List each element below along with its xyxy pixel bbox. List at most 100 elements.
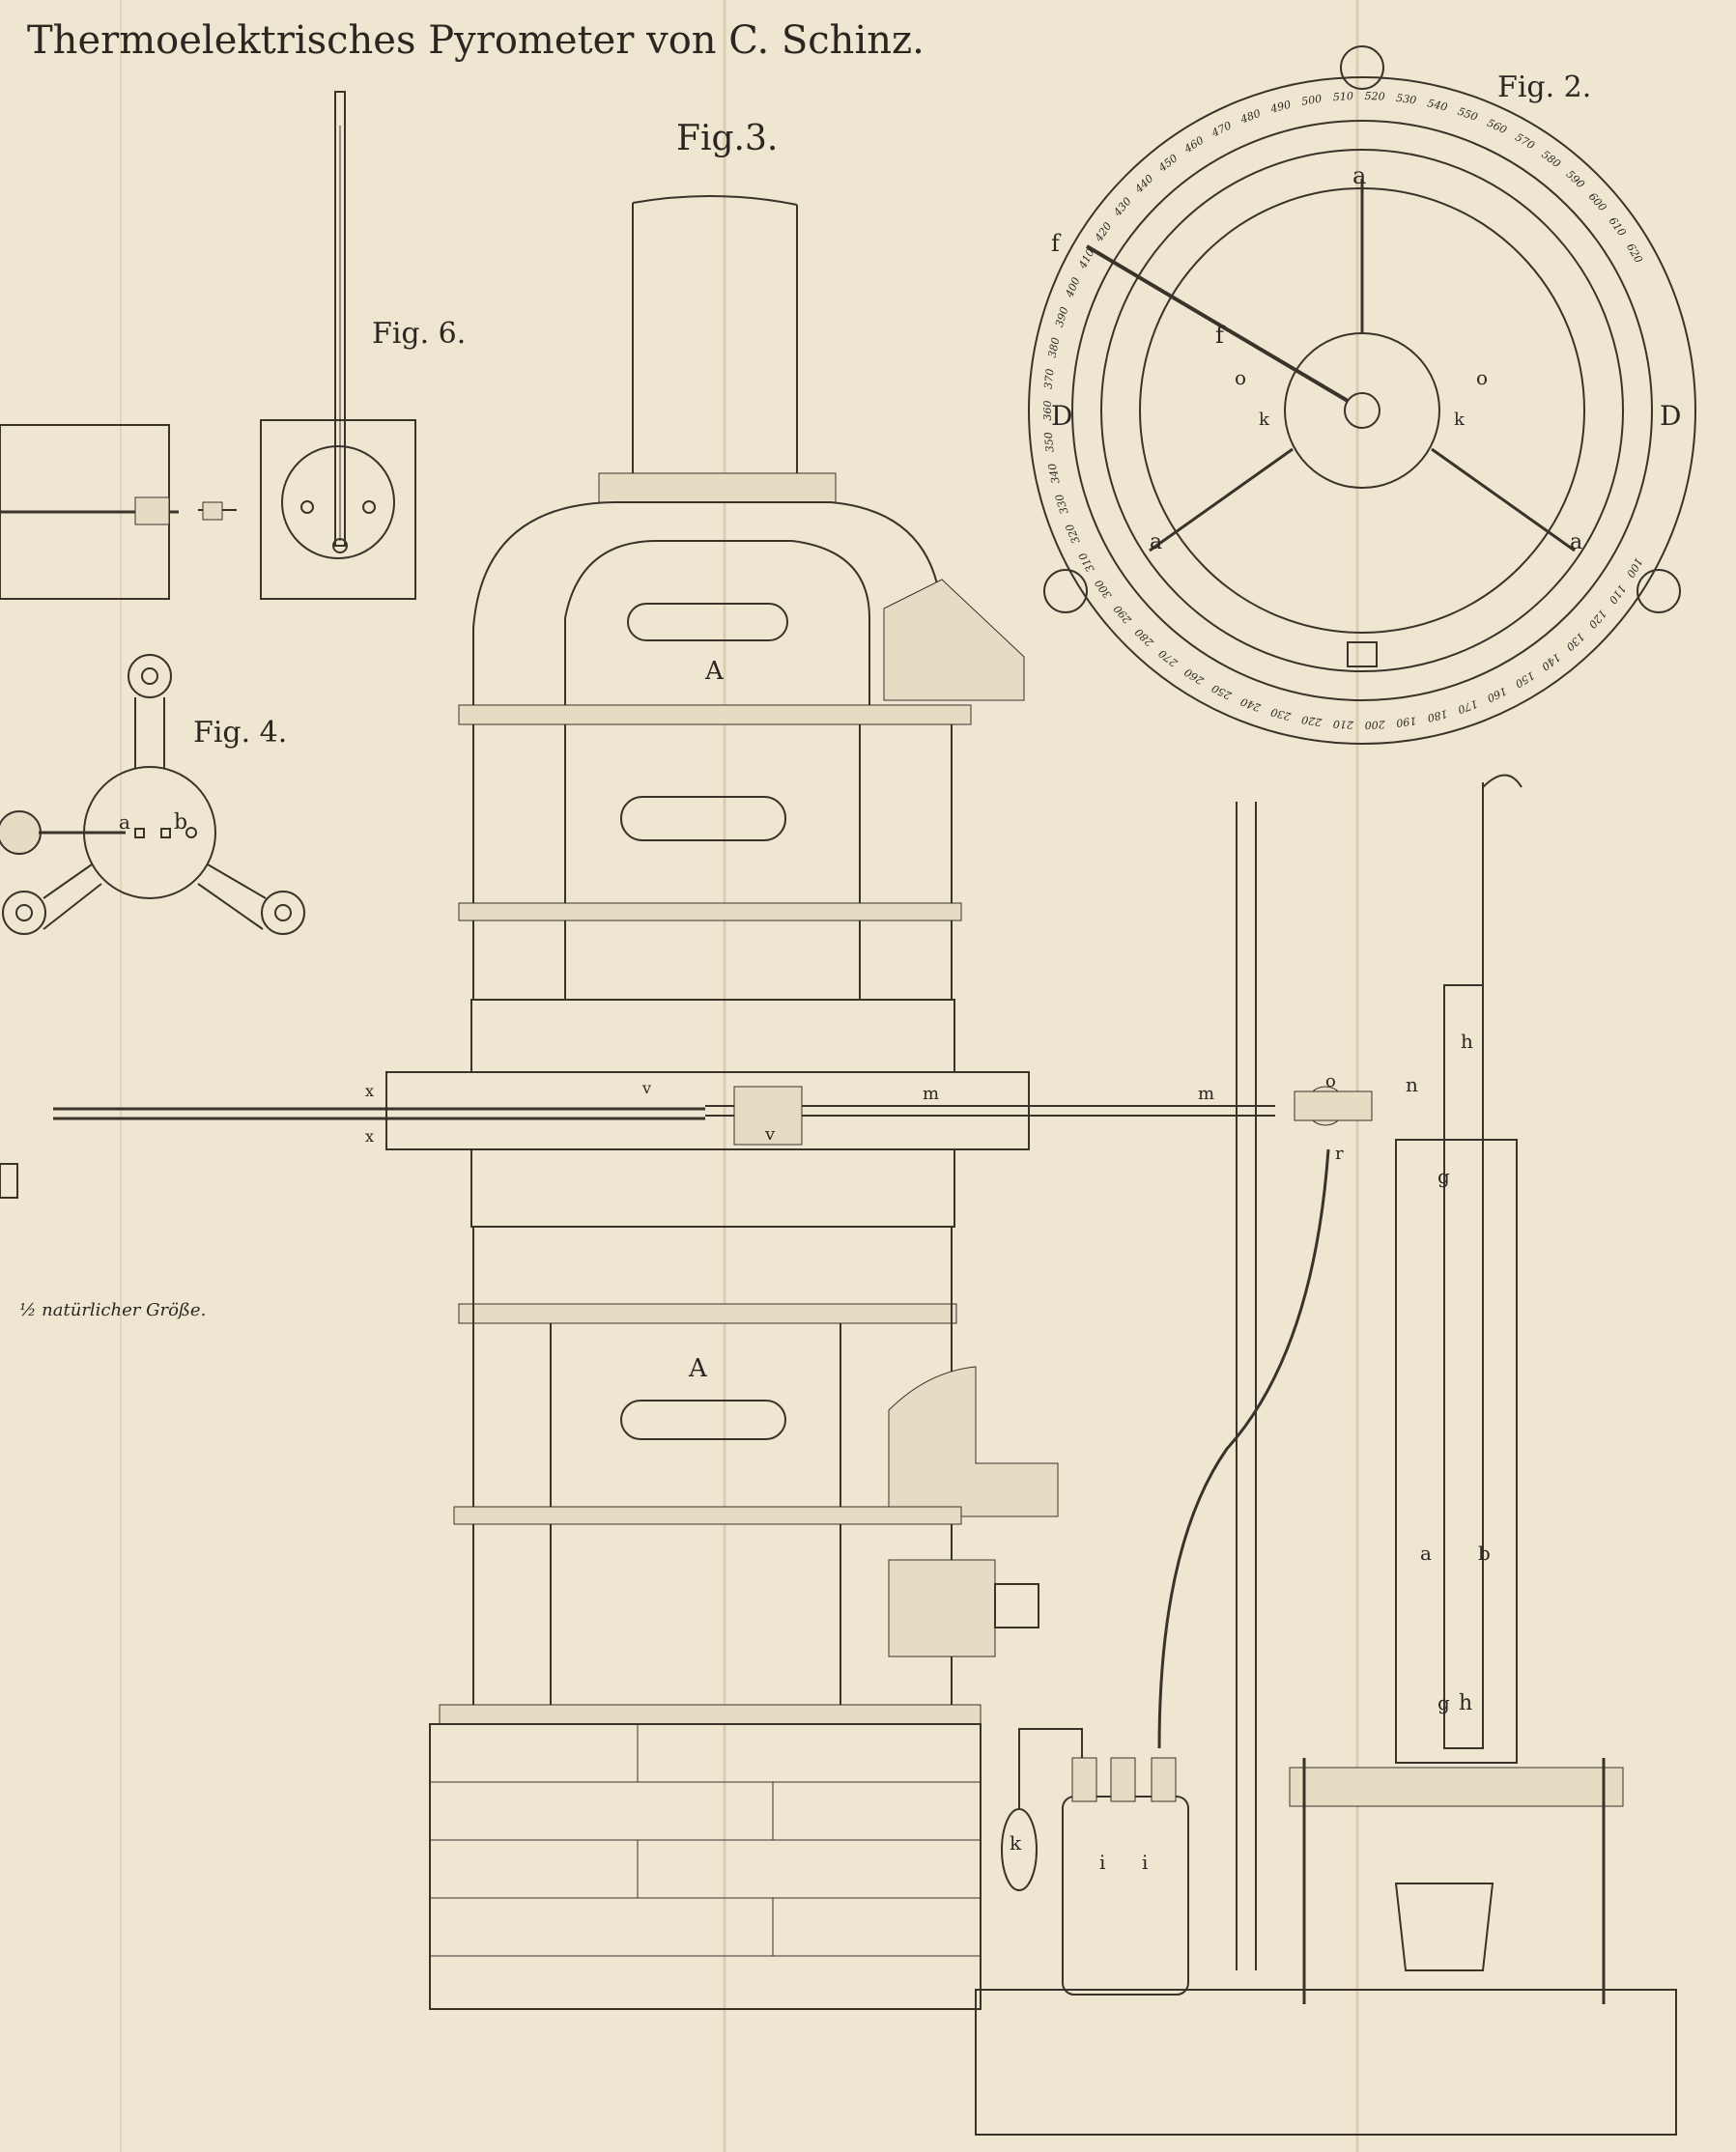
dial-label-k: k	[1259, 410, 1270, 430]
small-box	[0, 1163, 18, 1199]
tube-label-x: x	[365, 1082, 374, 1100]
dial-tick-label: 350	[1042, 432, 1057, 453]
app-label-g: g	[1437, 1691, 1450, 1714]
dial-tick-label: 390	[1053, 305, 1071, 328]
dial-tick-label: 100	[1624, 555, 1645, 580]
tube-label-v: v	[641, 1079, 651, 1097]
dial-tick-label: 490	[1268, 99, 1293, 116]
dial-tick-label: 170	[1456, 697, 1479, 716]
dial-label-o: o	[1235, 366, 1246, 389]
dial-tick-label: 520	[1364, 90, 1385, 103]
dial-tick-label: 400	[1063, 275, 1083, 299]
dial-tick-label: 330	[1053, 493, 1071, 516]
dial-tick-label: 300	[1093, 578, 1115, 602]
manometer-apparatus	[975, 774, 1677, 2136]
dial-tick-label: 190	[1395, 714, 1417, 729]
fig2-dial	[1028, 45, 1696, 745]
dial-tick-label: 150	[1513, 669, 1537, 691]
fig3-label: Fig.3.	[676, 119, 778, 158]
tube-label-v: v	[764, 1124, 776, 1145]
dial-label-a: a	[1150, 530, 1162, 554]
dial-label-a: a	[1570, 530, 1582, 554]
dial-tick-label: 270	[1156, 647, 1181, 670]
dial-tick-label: 420	[1092, 220, 1114, 244]
dial-tick-label: 290	[1111, 603, 1134, 627]
fig2-label: Fig. 2.	[1497, 71, 1591, 104]
dial-tick-label: 430	[1111, 195, 1134, 219]
fig3-furnace	[53, 195, 1275, 2010]
app-label-o: o	[1325, 1071, 1336, 1091]
dial-tick-label: 140	[1539, 651, 1563, 673]
app-label-b: b	[1478, 1542, 1491, 1565]
dial-tick-label: 380	[1046, 336, 1063, 358]
dial-tick-label: 110	[1607, 582, 1629, 607]
dial-tick-label: 220	[1300, 713, 1323, 728]
app-label-g: g	[1437, 1165, 1450, 1188]
dial-tick-label: 550	[1456, 105, 1479, 124]
dial-tick-label: 210	[1333, 718, 1355, 731]
dial-label-k: k	[1454, 410, 1466, 430]
app-label-a: a	[1420, 1542, 1432, 1565]
dial-tick-label: 560	[1485, 117, 1509, 137]
dial-tick-label: 570	[1513, 130, 1537, 152]
dial-tick-label: 620	[1624, 241, 1645, 266]
dial-tick-label: 250	[1210, 682, 1234, 702]
fig6-thermometer	[260, 91, 416, 600]
dial-tick-label: 600	[1586, 190, 1609, 213]
dial-tick-label: 340	[1046, 463, 1063, 485]
app-label-i: i	[1099, 1851, 1105, 1874]
dial-tick-label: 590	[1564, 168, 1587, 191]
dial-tick-label: 230	[1269, 705, 1294, 722]
dial-tick-label: 460	[1181, 134, 1207, 156]
dial-tick-label: 450	[1155, 152, 1180, 175]
app-label-n: n	[1406, 1073, 1418, 1096]
dial-tick-label: 160	[1485, 685, 1509, 705]
fig4-label-a: a	[119, 810, 130, 834]
furnace-label-a-lower: A	[688, 1354, 708, 1383]
app-label-i: i	[1142, 1851, 1148, 1874]
fig6-label: Fig. 6.	[372, 317, 466, 351]
dial-tick-label: 120	[1586, 608, 1609, 631]
dial-tick-label: 610	[1607, 214, 1629, 239]
dial-label-o: o	[1476, 366, 1488, 389]
scale-note: ½ natürlicher Größe.	[19, 1300, 206, 1320]
dial-tick-label: 130	[1564, 630, 1587, 653]
app-label-r: r	[1335, 1144, 1344, 1164]
dial-label-a: a	[1352, 162, 1366, 189]
dial-tick-label: 500	[1300, 93, 1323, 108]
fig4-connector	[0, 654, 305, 935]
dial-tick-label: 200	[1364, 718, 1386, 731]
app-label-k: k	[1010, 1831, 1022, 1855]
dial-label-f: f	[1051, 230, 1062, 257]
dial-tick-label: 260	[1182, 665, 1208, 688]
plate-title: Thermoelektrisches Pyrometer von C. Schi…	[27, 18, 925, 63]
dial-label-f: f	[1215, 322, 1226, 349]
dial-tick-label: 580	[1539, 148, 1563, 170]
tube-label-m: m	[1198, 1084, 1214, 1104]
dial-tick-label: 370	[1042, 368, 1057, 389]
dial-tick-label: 470	[1209, 119, 1233, 139]
fig4-label-b: b	[174, 810, 187, 835]
dial-label-d: D	[1051, 400, 1072, 432]
dial-tick-label: 240	[1238, 695, 1263, 715]
dial-tick-label: 540	[1426, 97, 1448, 114]
dial-tick-label: 320	[1063, 522, 1082, 545]
app-label-h: h	[1461, 1030, 1473, 1053]
furnace-label-a-upper: A	[704, 657, 725, 686]
app-label-h: h	[1459, 1691, 1472, 1715]
tube-label-x: x	[365, 1127, 374, 1146]
tube-label-m: m	[923, 1084, 939, 1104]
dial-tick-label: 360	[1041, 401, 1054, 421]
dial-tick-label: 530	[1395, 92, 1417, 107]
fig4-label: Fig. 4.	[193, 716, 287, 750]
dial-tick-label: 310	[1076, 551, 1097, 575]
dial-tick-label: 280	[1132, 626, 1156, 650]
fig5-fragment	[0, 424, 237, 600]
dial-tick-label: 180	[1426, 707, 1448, 724]
dial-tick-label: 510	[1333, 90, 1354, 103]
dial-tick-label: 440	[1132, 172, 1156, 196]
dial-tick-label: 480	[1238, 107, 1262, 127]
dial-label-d: D	[1660, 400, 1681, 432]
